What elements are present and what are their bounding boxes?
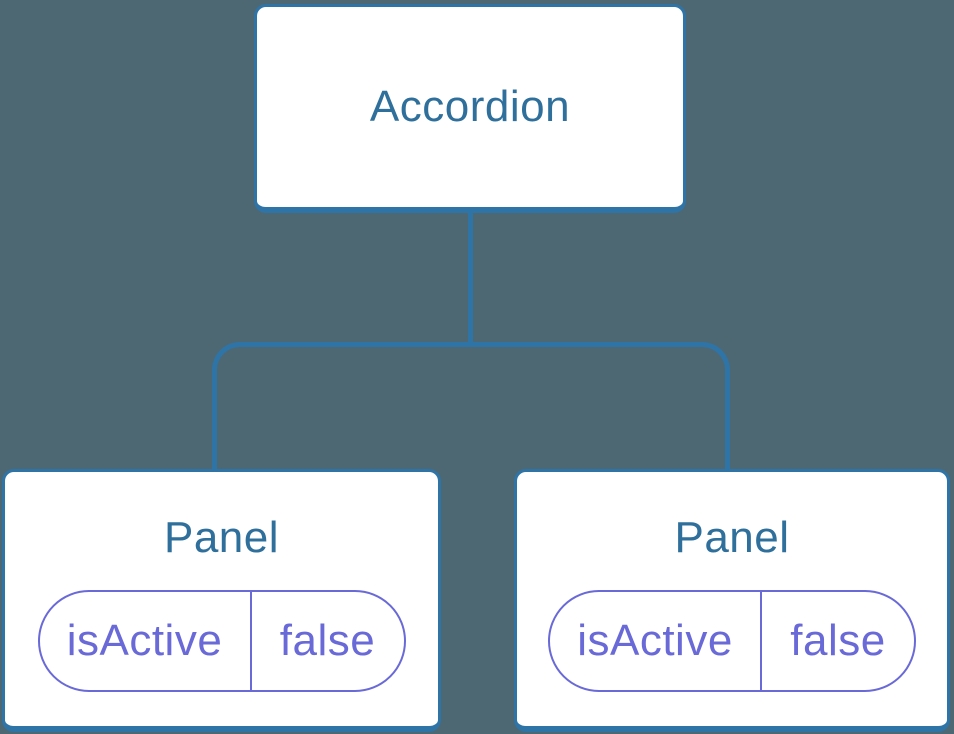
state-value-label: false xyxy=(790,616,886,665)
state-key-label: isActive xyxy=(577,616,733,665)
pill-divider xyxy=(249,592,252,690)
state-pill: isActive false xyxy=(37,590,406,692)
panel-node-label: Panel xyxy=(674,513,790,562)
node-panel-left: Panel isActive false xyxy=(2,469,441,732)
connector-stem xyxy=(468,211,473,345)
panel-node-label: Panel xyxy=(163,513,280,562)
connector-branch xyxy=(212,342,730,470)
state-pill: isActive false xyxy=(548,590,916,692)
node-accordion: Accordion xyxy=(254,4,686,213)
state-value-label: false xyxy=(279,616,376,665)
pill-divider xyxy=(760,592,762,690)
accordion-node-label: Accordion xyxy=(369,82,571,131)
state-key-label: isActive xyxy=(66,616,223,665)
node-panel-right: Panel isActive false xyxy=(514,469,950,732)
